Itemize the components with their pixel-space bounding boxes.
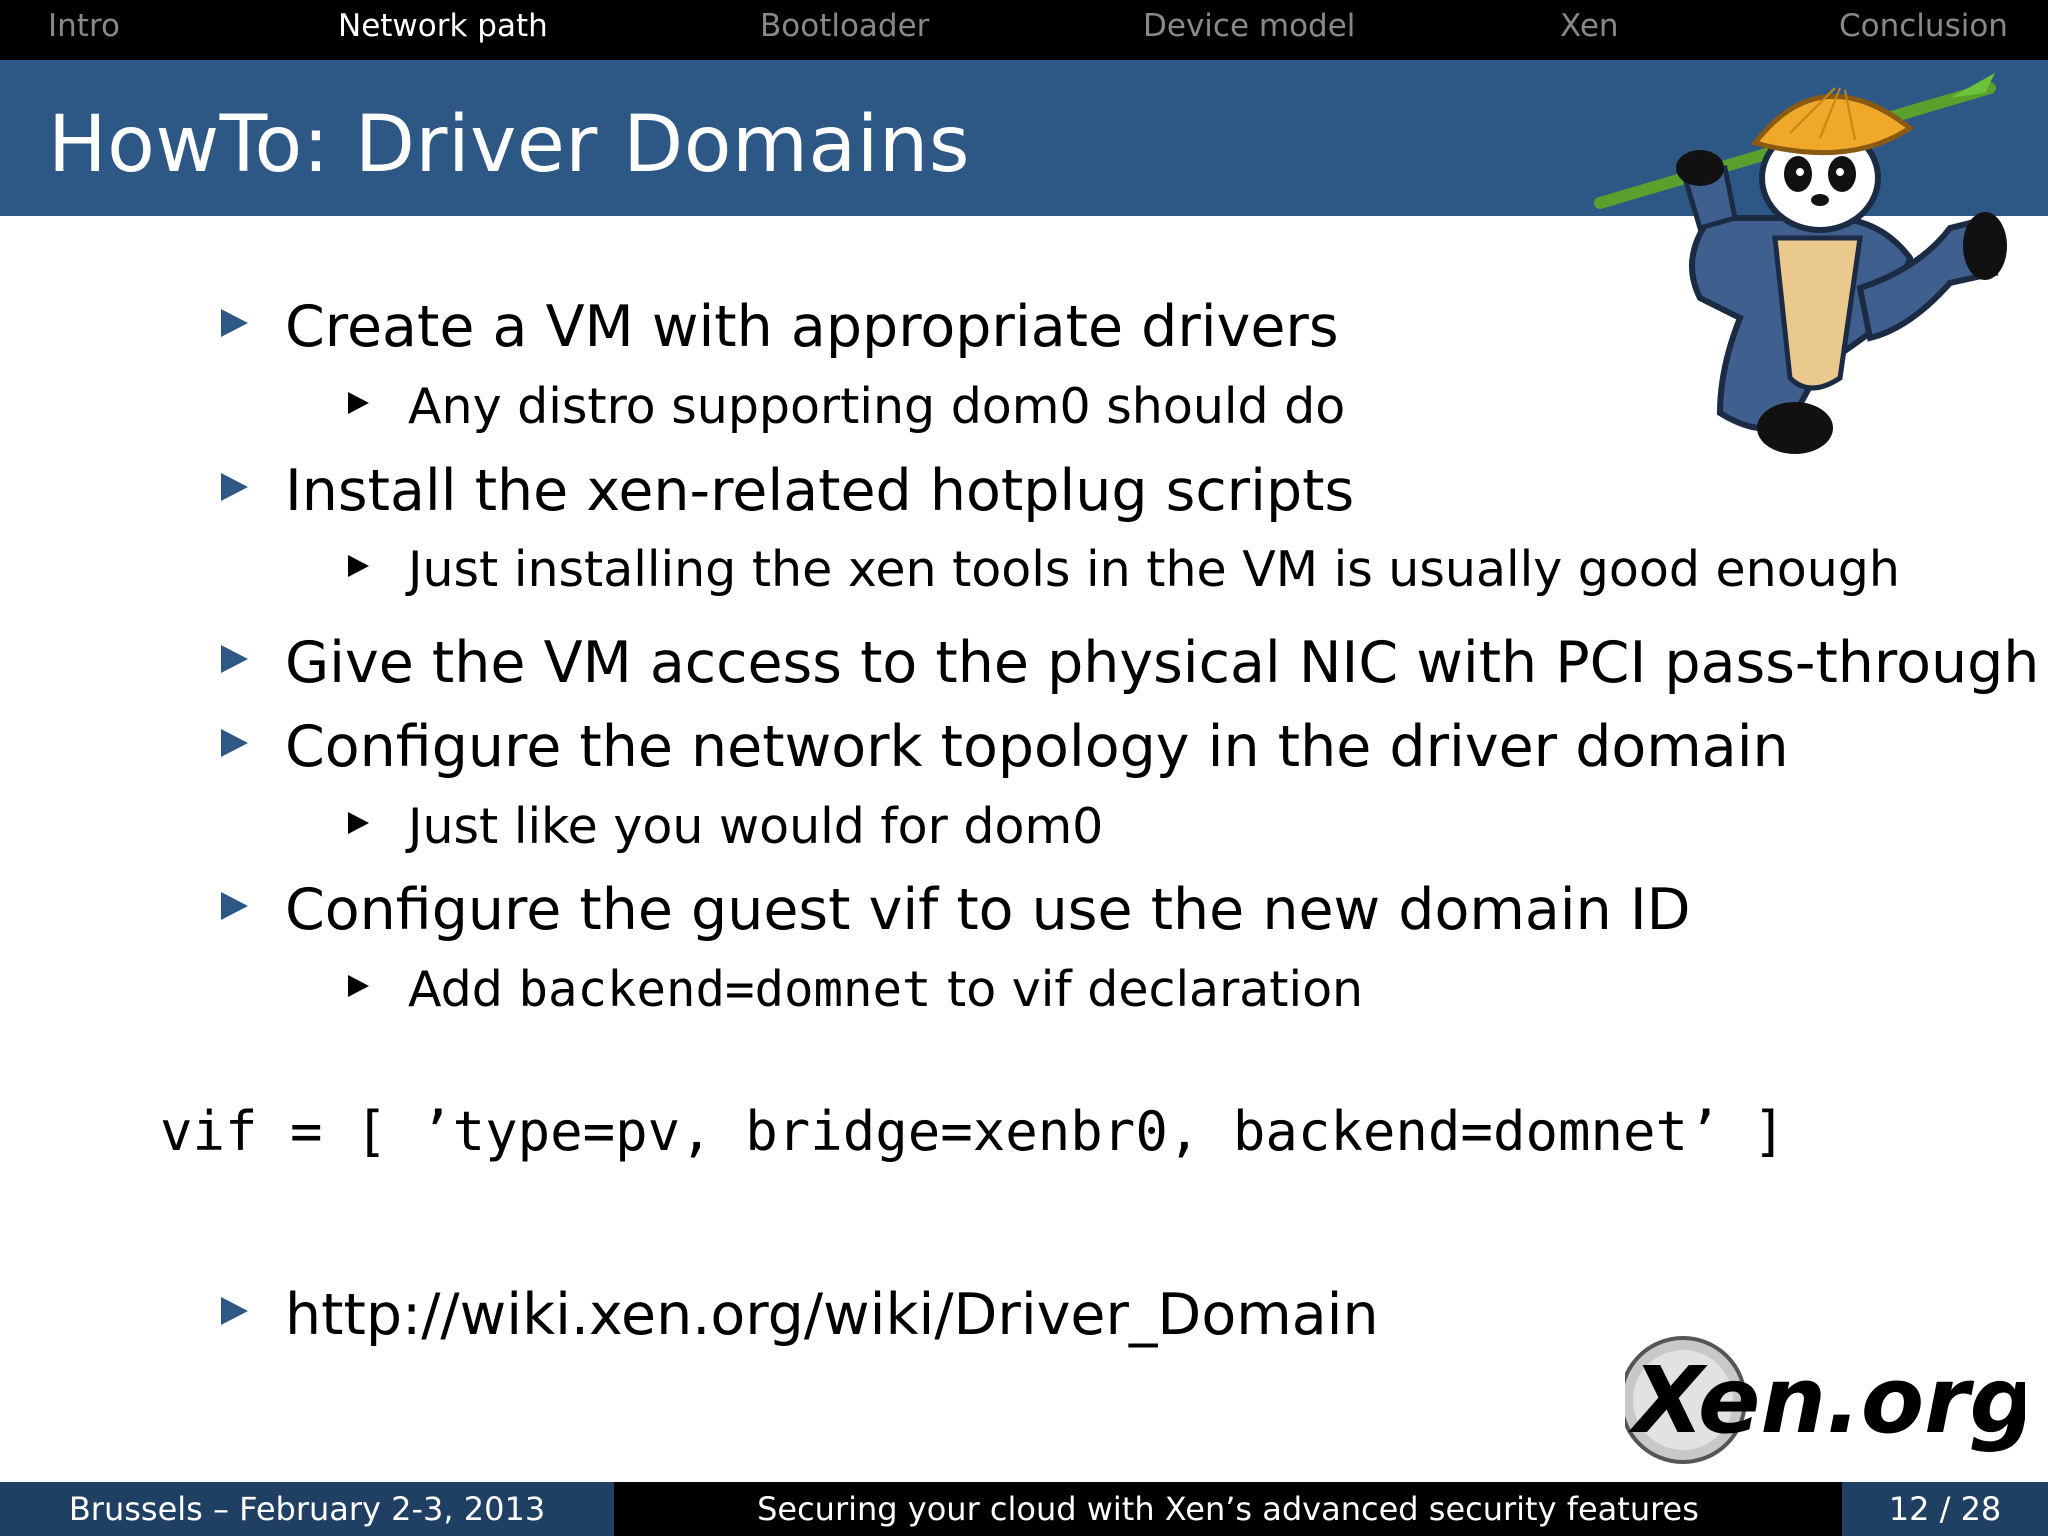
nav-section-xen[interactable]: Xen [1560, 8, 1619, 44]
nav-section-bootloader[interactable]: Bootloader [760, 8, 930, 44]
bullet-arrow-icon [221, 473, 248, 501]
bullet-5-sub: Add backend=domnet to vif declaration [348, 961, 1364, 1018]
bullet-arrow-icon [221, 729, 248, 757]
footer-bar: Brussels – February 2-3, 2013 Securing y… [0, 1482, 2048, 1536]
bullet-4-sub-text: Just like you would for dom0 [408, 798, 1104, 855]
bullet-2-text: Install the xen-related hotplug scripts [285, 458, 1355, 524]
bullet-arrow-icon [221, 645, 248, 673]
bullet-5-text: Configure the guest vif to use the new d… [285, 877, 1691, 943]
bullet-5-sub-code: backend=domnet [518, 961, 932, 1018]
sub-bullet-arrow-icon [348, 555, 369, 577]
bullet-5: Configure the guest vif to use the new d… [221, 877, 1691, 943]
xen-org-logo: Xen.org [1625, 1336, 2025, 1464]
xen-org-logo-text: Xen.org [1628, 1347, 2025, 1454]
bullet-4-sub: Just like you would for dom0 [348, 798, 1104, 855]
bullet-3: Give the VM access to the physical NIC w… [221, 630, 2040, 696]
nav-section-network-path[interactable]: Network path [338, 8, 548, 44]
footer-location-date: Brussels – February 2-3, 2013 [0, 1482, 614, 1536]
nav-section-intro[interactable]: Intro [48, 8, 120, 44]
nav-section-conclusion[interactable]: Conclusion [1839, 8, 2008, 44]
section-navigation: Intro Network path Bootloader Device mod… [0, 0, 2048, 60]
wiki-link-bullet: http://wiki.xen.org/wiki/Driver_Domain [221, 1282, 1379, 1348]
bullet-arrow-icon [221, 1297, 248, 1325]
vif-config-code: vif = [ ’type=pv, bridge=xenbr0, backend… [160, 1100, 1786, 1163]
bullet-1-text: Create a VM with appropriate drivers [285, 294, 1339, 360]
bullet-5-sub-prefix: Add [408, 961, 519, 1018]
wiki-link[interactable]: http://wiki.xen.org/wiki/Driver_Domain [285, 1282, 1379, 1348]
title-bar: HowTo: Driver Domains [0, 60, 2048, 216]
bullet-arrow-icon [221, 892, 248, 920]
bullet-1: Create a VM with appropriate drivers [221, 294, 1339, 360]
footer-talk-title: Securing your cloud with Xen’s advanced … [614, 1482, 1842, 1536]
sub-bullet-arrow-icon [348, 392, 369, 414]
bullet-1-sub: Any distro supporting dom0 should do [348, 378, 1346, 435]
slide-title: HowTo: Driver Domains [48, 100, 970, 190]
bullet-4: Configure the network topology in the dr… [221, 714, 1789, 780]
bullet-4-text: Configure the network topology in the dr… [285, 714, 1789, 780]
bullet-arrow-icon [221, 309, 248, 337]
bullet-3-text: Give the VM access to the physical NIC w… [285, 630, 2040, 696]
sub-bullet-arrow-icon [348, 975, 369, 997]
bullet-2-sub-text: Just installing the xen tools in the VM … [408, 541, 1900, 598]
nav-section-device-model[interactable]: Device model [1143, 8, 1356, 44]
bullet-1-sub-text: Any distro supporting dom0 should do [408, 378, 1346, 435]
panda-mascot-image [1594, 73, 2007, 454]
bullet-2: Install the xen-related hotplug scripts [221, 458, 1355, 524]
footer-page-number: 12 / 28 [1842, 1482, 2048, 1536]
bullet-5-sub-suffix: to vif declaration [931, 961, 1364, 1018]
bullet-2-sub: Just installing the xen tools in the VM … [348, 541, 1900, 598]
sub-bullet-arrow-icon [348, 812, 369, 834]
